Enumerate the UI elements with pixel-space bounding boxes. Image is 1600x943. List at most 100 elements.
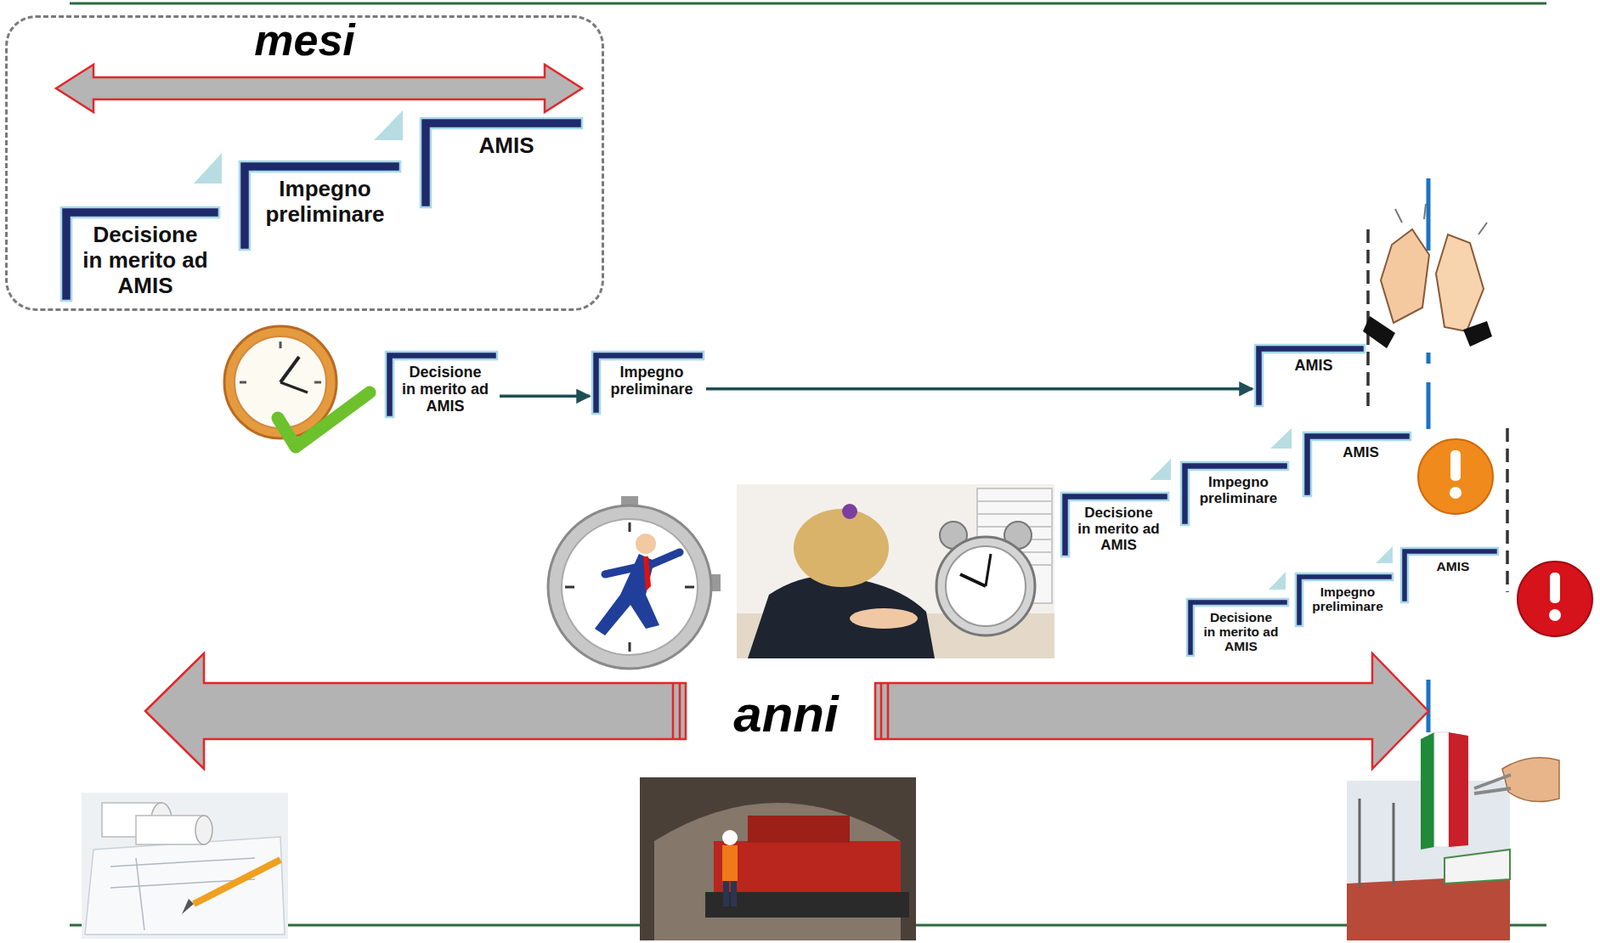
worker-body	[747, 576, 935, 660]
stopwatch-tick	[628, 642, 632, 652]
time-region: Decisione in merito ad AMIS Impegno preli…	[5, 15, 605, 311]
paper-roll-end	[195, 815, 213, 845]
scale-label: anni	[733, 689, 838, 741]
step-label: Decisione in merito ad AMIS	[1203, 610, 1280, 654]
ribbon-stripe	[1434, 732, 1449, 848]
runner-tie	[643, 556, 651, 592]
step-label: Decisione in merito ad AMIS	[81, 221, 210, 299]
photo-ground	[639, 777, 916, 941]
clapping-hands	[1362, 203, 1493, 349]
step-box: AMIS	[1303, 432, 1411, 497]
deadline-line	[1505, 428, 1510, 593]
clock-hand	[280, 382, 308, 393]
scissors	[1474, 788, 1511, 794]
step-bar	[1295, 573, 1393, 627]
arrow-break	[887, 683, 890, 740]
step-box: AMIS	[1255, 344, 1365, 407]
paper-edge	[977, 513, 1052, 515]
runner-arm	[650, 552, 680, 566]
step-box: Decisione in merito ad AMIS	[1187, 599, 1289, 656]
step-triangle	[1270, 428, 1292, 449]
pencil	[193, 859, 281, 905]
step-label: AMIS	[1318, 444, 1403, 461]
step-bar	[61, 207, 220, 301]
step-bar	[1181, 462, 1289, 526]
step-triangle	[1149, 458, 1171, 481]
step-box: AMIS	[1401, 548, 1499, 603]
lamp-post	[1392, 802, 1396, 886]
step-bar	[1061, 492, 1169, 557]
milestone-line	[1426, 178, 1431, 251]
train	[1444, 849, 1510, 884]
worker	[722, 845, 738, 882]
clock-tick	[314, 381, 322, 385]
step-bracket	[1255, 344, 1365, 407]
runner-arm	[604, 567, 636, 575]
step-triangle	[193, 152, 222, 184]
tunnel-arch	[654, 802, 901, 941]
clock-hand	[960, 574, 986, 587]
flow-arrow	[706, 387, 1253, 391]
span-arrow	[56, 64, 583, 113]
motion-line	[1478, 222, 1487, 235]
step-label: Decisione in merito ad AMIS	[1076, 504, 1160, 554]
runner-head	[635, 533, 656, 555]
step-box: Decisione in merito ad AMIS	[61, 207, 220, 301]
step-bar	[385, 351, 498, 418]
step-box: AMIS	[420, 118, 583, 208]
stopwatch-tick	[684, 586, 695, 589]
ribbon-stripe	[1448, 732, 1469, 848]
milestone-line	[1426, 352, 1431, 364]
step-label: Impegno preliminare	[260, 175, 389, 227]
step-bracket	[1303, 432, 1411, 497]
ribbon-stripe	[1420, 732, 1435, 850]
step-triangle	[1375, 546, 1393, 564]
cuff	[1463, 321, 1493, 347]
paper-roll	[135, 815, 204, 845]
step-box: Impegno preliminare	[1295, 573, 1393, 627]
alarm-clock-face	[945, 546, 1026, 627]
alert-mark	[1549, 572, 1561, 604]
arrow-break	[672, 683, 675, 740]
check-mark	[277, 392, 370, 447]
station-photo	[1346, 732, 1560, 941]
scissors	[1474, 774, 1511, 789]
step-label: Impegno preliminare	[1309, 584, 1386, 614]
clock-hand	[280, 356, 300, 383]
worker-leg	[730, 881, 737, 907]
alert-mark	[1549, 609, 1561, 622]
step-bar	[420, 118, 583, 208]
lamp-post	[1358, 798, 1362, 888]
arrow-break	[880, 683, 883, 740]
clock-tick	[239, 381, 247, 385]
span-arrow	[145, 653, 686, 769]
drawing-line	[110, 858, 255, 867]
paper-edge	[977, 500, 1052, 503]
boring-machine	[747, 815, 850, 843]
tired-worker-photo	[736, 484, 1055, 659]
region-title: mesi	[247, 17, 362, 63]
boring-machine	[713, 841, 901, 893]
drawing-line	[135, 858, 145, 931]
step-triangle	[1268, 571, 1286, 590]
step-bracket	[1401, 548, 1499, 603]
step-bar	[1255, 344, 1365, 407]
worker-hair	[793, 508, 889, 588]
pencil-tip	[181, 898, 194, 915]
motion-line	[1395, 209, 1403, 223]
step-box: Decisione in merito ad AMIS	[385, 351, 498, 418]
step-bar	[1187, 599, 1289, 656]
step-box: Impegno preliminare	[592, 351, 704, 414]
step-label: Impegno preliminare	[607, 363, 696, 398]
stopwatch-tick	[565, 586, 575, 589]
warning-mark	[1449, 486, 1462, 499]
motion-line	[1424, 203, 1426, 220]
step-bar	[1303, 432, 1411, 497]
milestone-line	[1426, 382, 1431, 430]
milestone-line	[1426, 679, 1431, 733]
step-label: Impegno preliminare	[1196, 474, 1280, 507]
